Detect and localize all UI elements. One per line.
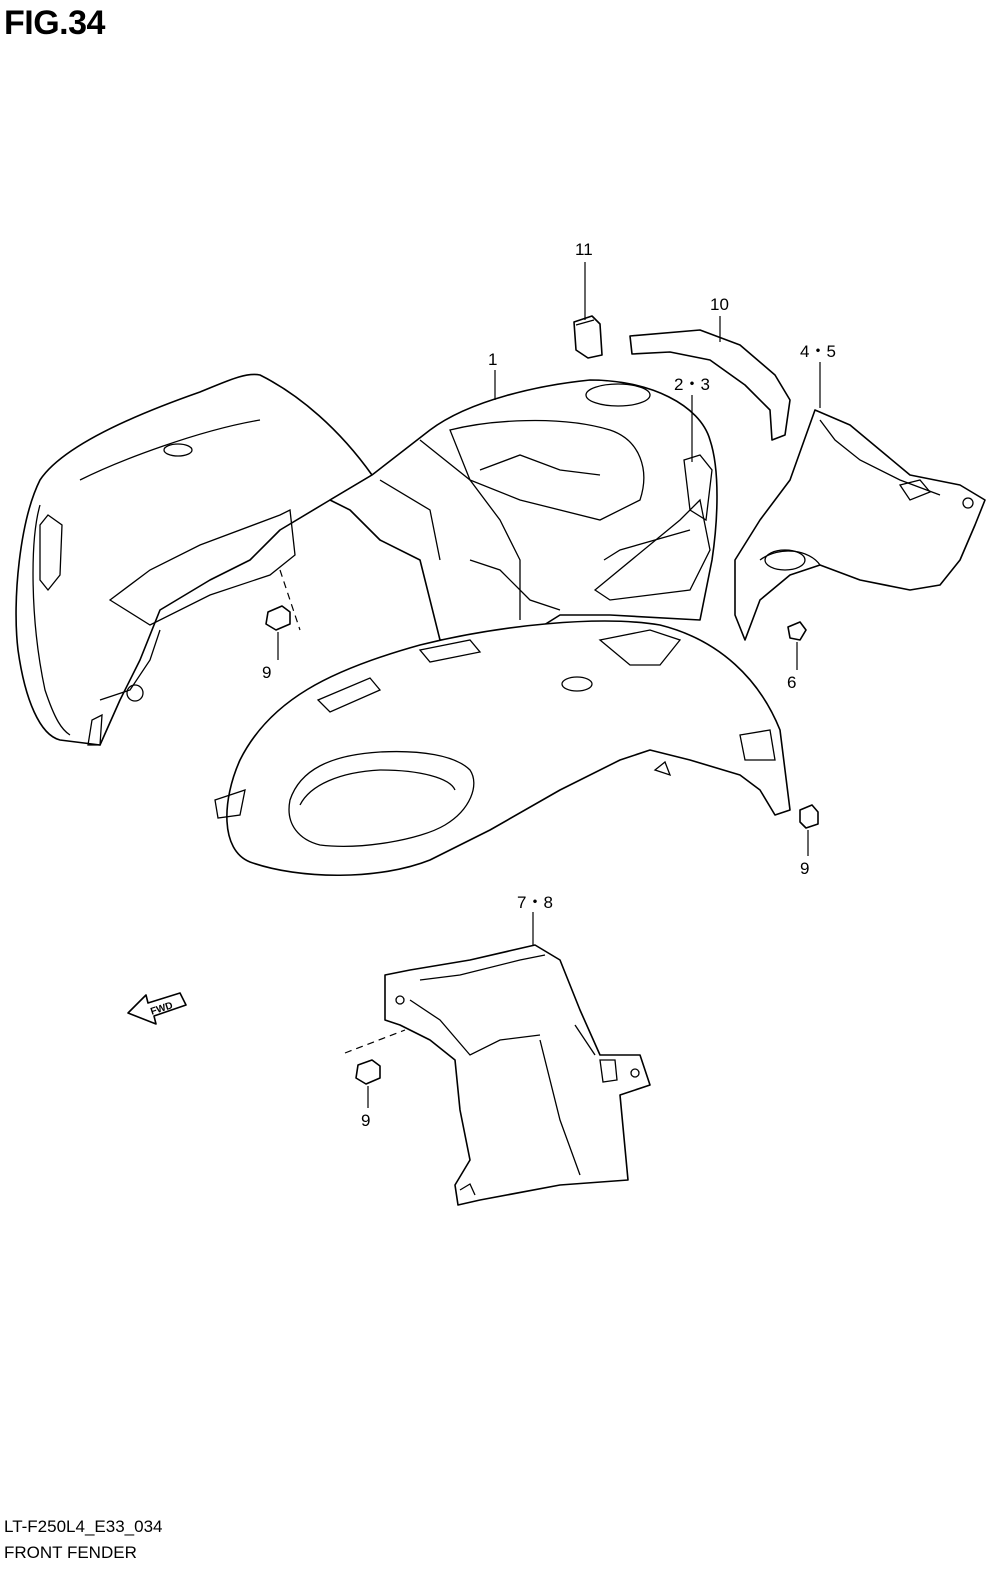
- callout-6: 6: [787, 673, 796, 692]
- callout-11: 11: [575, 240, 593, 259]
- diagram-caption: FRONT FENDER: [4, 1543, 137, 1562]
- mud-guard-part-7-8: [384, 944, 651, 1206]
- front-fender-center-body: [329, 379, 718, 641]
- front-fender-lower-shell: [214, 620, 791, 877]
- trim-strip-part-10: [629, 329, 791, 441]
- screw-part-6: [787, 621, 807, 641]
- leader-lines: [277, 262, 821, 1108]
- bolt-bottom: [344, 1029, 406, 1085]
- bolt-left: [265, 569, 301, 631]
- callout-1: 1: [488, 350, 497, 369]
- bolt-right: [799, 804, 819, 829]
- cushion-block-part-11: [573, 315, 603, 359]
- callout-9-left: 9: [262, 663, 271, 682]
- fwd-arrow-icon: FWD: [127, 992, 187, 1025]
- left-fender-wing: [15, 373, 373, 746]
- diagram-code: LT-F250L4_E33_034: [4, 1517, 163, 1536]
- right-side-panel: [734, 409, 986, 641]
- callout-7-8: 7・8: [517, 893, 553, 912]
- callout-9-right: 9: [800, 859, 809, 878]
- callout-labels: 11 10 1 2・3 4・5 9 6 9 7・8 9: [262, 240, 836, 1130]
- callout-10: 10: [710, 295, 729, 314]
- callout-2-3: 2・3: [674, 375, 710, 394]
- figure-title: FIG.34: [4, 4, 105, 42]
- callout-4-5: 4・5: [800, 342, 836, 361]
- callout-9-bottom: 9: [361, 1111, 370, 1130]
